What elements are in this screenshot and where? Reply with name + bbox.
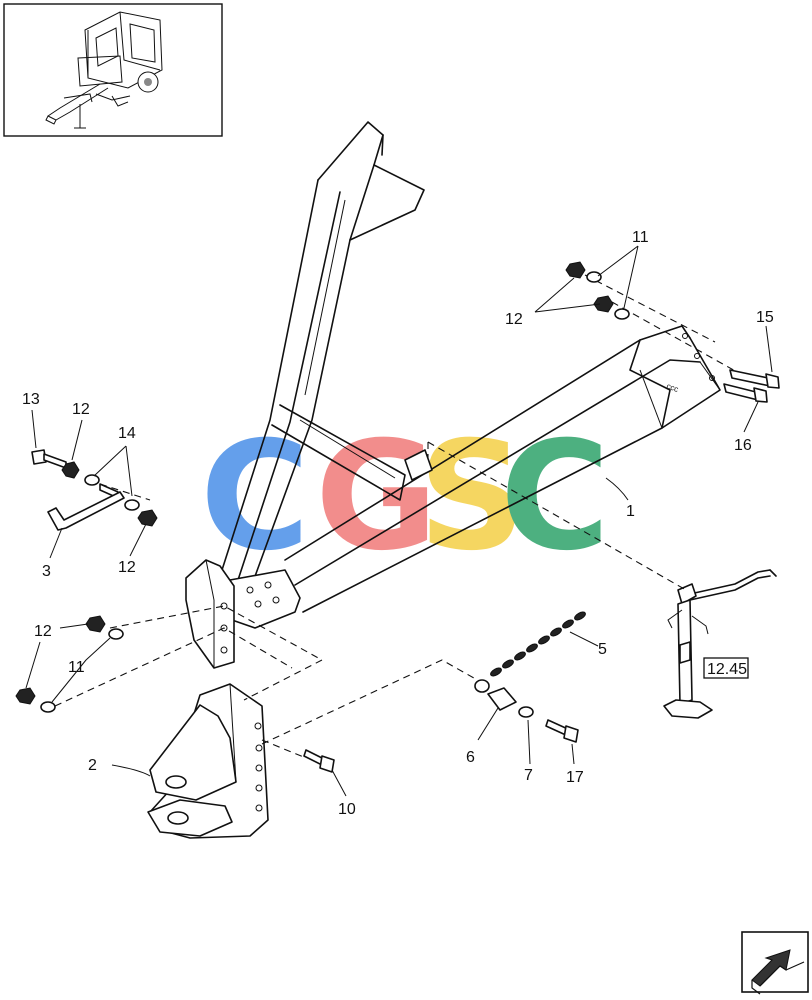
callout-10: 10 <box>338 801 356 818</box>
callout-11-top: 11 <box>632 229 649 246</box>
baler-sketch <box>45 11 163 129</box>
overview-thumbnail <box>3 3 223 137</box>
callout-7: 7 <box>524 767 533 784</box>
assembly-leaders <box>54 274 756 759</box>
hitch-part-2 <box>147 683 269 839</box>
watermark-letter-c2: C <box>500 410 610 584</box>
callout-12-top: 12 <box>505 311 523 328</box>
jack-assembly <box>663 569 777 719</box>
callout-6: 6 <box>466 749 475 766</box>
frame-marking: ccc <box>665 381 679 394</box>
callout-12-mid-left: 12 <box>118 559 136 576</box>
watermark-letter-g: G <box>315 410 438 584</box>
callout-labels: 1 2 3 5 6 7 10 11 11 12 12 12 12 13 14 1… <box>22 229 774 818</box>
callout-1: 1 <box>626 503 635 520</box>
callout-14: 14 <box>118 425 136 442</box>
safety-chain-part-5 <box>474 611 586 693</box>
watermark-letter-c1: C <box>200 410 310 584</box>
reference-box: 12.45 <box>703 657 749 679</box>
reference-box-label: 12.45 <box>707 661 747 678</box>
callout-12-upper-left: 12 <box>72 401 90 418</box>
watermark: C G S C <box>200 410 610 584</box>
hardware <box>15 261 780 773</box>
callout-17: 17 <box>566 769 584 786</box>
watermark-letter-s: S <box>418 410 526 584</box>
next-page-arrow-icon[interactable] <box>741 931 809 995</box>
callout-16: 16 <box>734 437 752 454</box>
callout-13: 13 <box>22 391 40 408</box>
callout-15: 15 <box>756 309 774 326</box>
callout-11-left: 11 <box>68 659 85 676</box>
callout-5: 5 <box>598 641 607 658</box>
callout-3: 3 <box>42 563 51 580</box>
callout-leaders <box>25 245 773 797</box>
callout-12-lower-left: 12 <box>34 623 52 640</box>
tongue-frame-part-1: ccc <box>185 121 721 669</box>
callout-2: 2 <box>88 757 97 774</box>
